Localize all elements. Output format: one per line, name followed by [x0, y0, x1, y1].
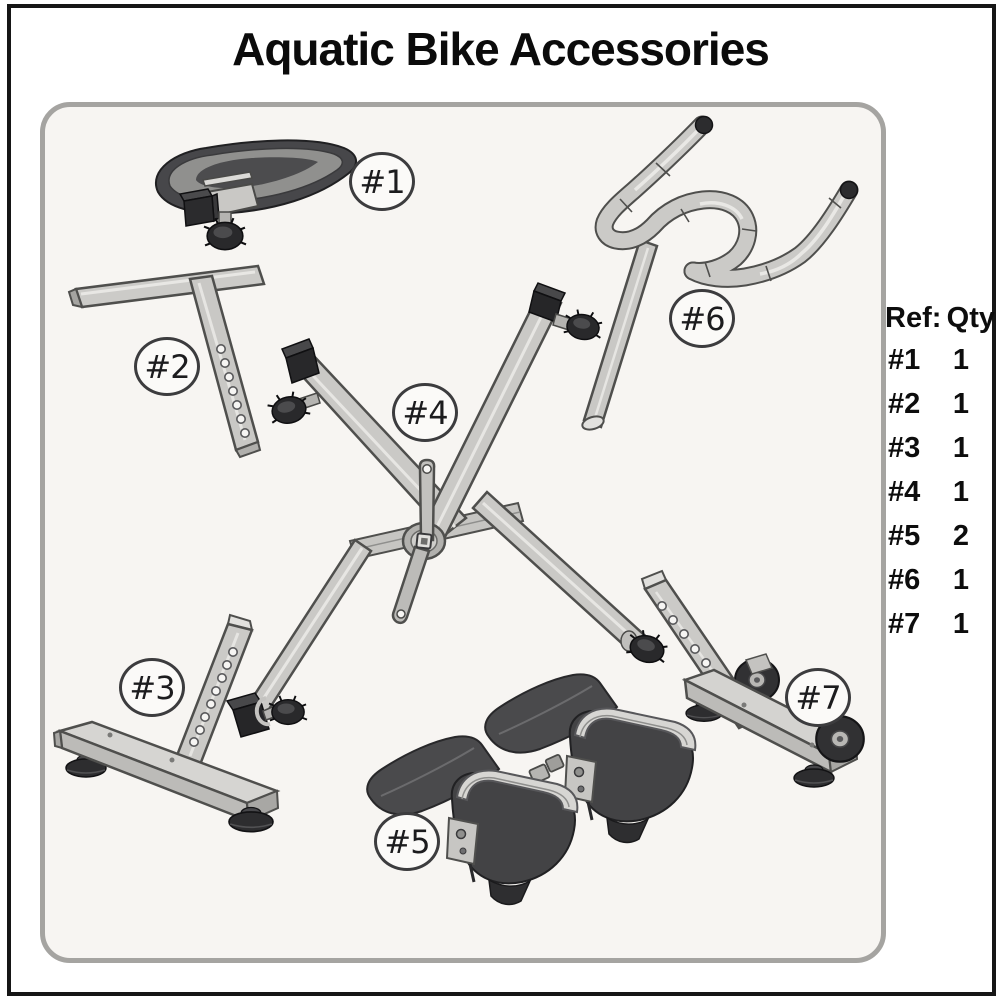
part-main-frame-illustration	[225, 282, 672, 738]
part-label-4: #4	[392, 383, 458, 442]
qty-cell: 1	[952, 564, 970, 596]
ref-cell: #2	[888, 388, 921, 420]
part-pedals-illustration	[365, 672, 697, 906]
ref-column-header: Ref:	[885, 302, 942, 334]
ref-table-row: #4 1	[888, 477, 982, 508]
part-rear-base-illustration	[640, 569, 865, 788]
ref-cell: #3	[888, 432, 921, 464]
part-label-7: #7	[785, 668, 851, 727]
ref-table-header: Ref: Qty	[884, 300, 996, 336]
ref-table-row: #1 1	[888, 345, 982, 376]
qty-cell: 1	[952, 344, 970, 376]
ref-cell: #7	[888, 608, 921, 640]
page-title: Aquatic Bike Accessories	[232, 23, 770, 75]
part-label-3: #3	[119, 658, 185, 717]
ref-cell: #4	[888, 476, 921, 508]
part-seat-post-illustration	[67, 264, 266, 459]
qty-cell: 1	[952, 388, 970, 420]
ref-table-row: #3 1	[888, 433, 982, 464]
part-label-5: #5	[374, 812, 440, 871]
ref-table-row: #6 1	[888, 565, 982, 596]
ref-cell: #6	[888, 564, 921, 596]
part-front-base-illustration	[52, 613, 281, 833]
part-label-6: #6	[669, 289, 735, 348]
part-handlebar-illustration	[581, 115, 859, 431]
qty-column-header: Qty	[946, 302, 995, 334]
ref-cell: #5	[888, 520, 921, 552]
ref-table-row: #2 1	[888, 389, 982, 420]
part-label-2: #2	[134, 337, 200, 396]
ref-table-row: #5 2	[888, 521, 982, 552]
qty-cell: 1	[952, 608, 970, 640]
qty-cell: 1	[952, 476, 970, 508]
ref-table-rows: #1 1 #2 1 #3 1 #4 1 #5 2 #6 1 #7 1	[884, 345, 996, 640]
part-label-1: #1	[349, 152, 415, 211]
ref-table-row: #7 1	[888, 609, 982, 640]
qty-cell: 2	[952, 520, 970, 552]
ref-table: Ref: Qty #1 1 #2 1 #3 1 #4 1 #5 2 #6 1 #…	[884, 300, 996, 640]
part-seat-illustration	[155, 139, 357, 251]
ref-cell: #1	[888, 344, 921, 376]
qty-cell: 1	[952, 432, 970, 464]
